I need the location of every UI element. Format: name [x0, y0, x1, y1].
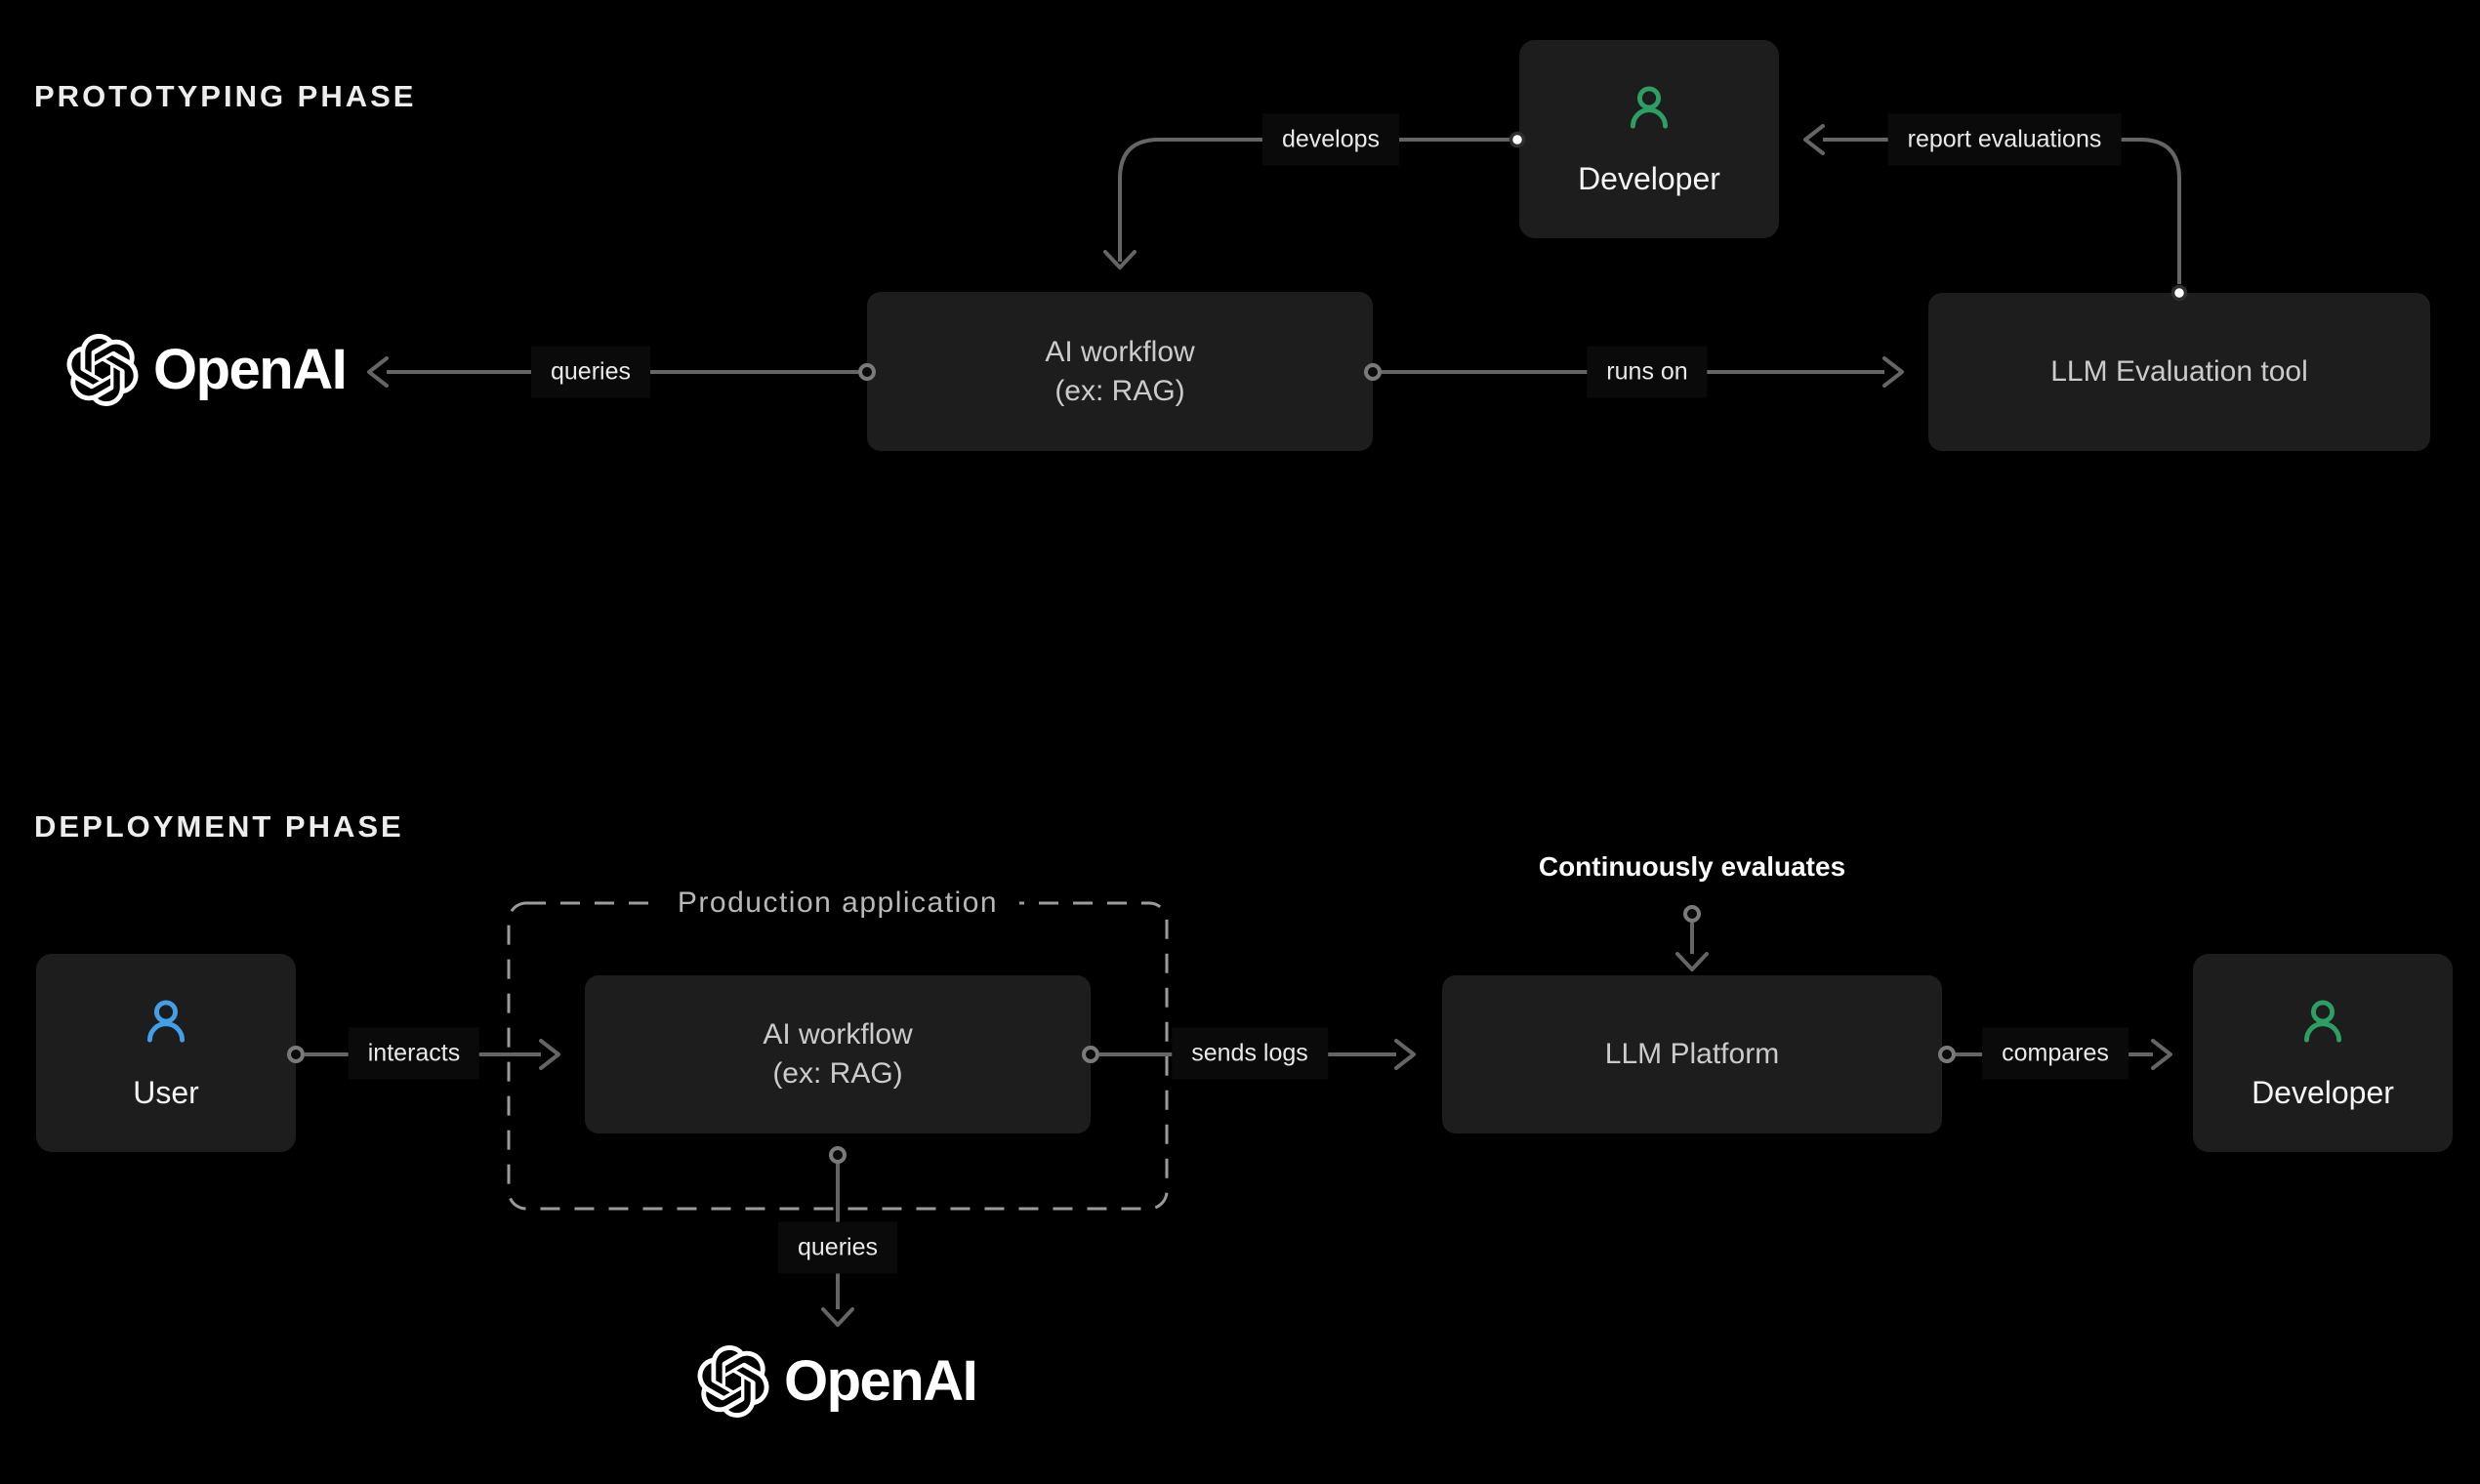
user-icon	[146, 1000, 186, 1043]
continuously-evaluates-arrow	[1675, 905, 1709, 971]
node-sublabel: (ex: RAG)	[772, 1057, 903, 1090]
node-label: Developer	[2252, 1075, 2394, 1110]
openai-wordmark: OpenAI	[153, 338, 348, 401]
develops-arrow	[1103, 131, 1526, 269]
edge-label-continuously-evaluates: Continuously evaluates	[1538, 851, 1846, 882]
edge-label-sends-logs: sends logs	[1172, 1027, 1328, 1080]
node-label: AI workflow	[1045, 335, 1195, 368]
node-label: Developer	[1578, 161, 1720, 196]
openai-logo-icon	[697, 1345, 769, 1418]
edge-label-report-evaluations: report evaluations	[1887, 113, 2122, 166]
edge-label-compares: compares	[1982, 1027, 2129, 1080]
openai-logo-top: OpenAI	[66, 334, 348, 406]
openai-logo-icon	[66, 334, 139, 406]
node-label: LLM Platform	[1604, 1038, 1780, 1070]
node-user: User	[36, 954, 296, 1152]
report-evaluations-arrow	[1803, 124, 2188, 302]
openai-wordmark: OpenAI	[784, 1349, 978, 1413]
openai-logo-bottom: OpenAI	[697, 1345, 978, 1418]
edge-label-queries-bottom: queries	[778, 1221, 897, 1274]
node-sublabel: (ex: RAG)	[1054, 374, 1185, 407]
edge-label-runs-on: runs on	[1587, 346, 1708, 398]
node-developer-top: Developer	[1519, 40, 1779, 238]
developer-icon	[1630, 86, 1669, 129]
edge-label-queries-top: queries	[531, 346, 650, 398]
node-label: AI workflow	[763, 1018, 913, 1051]
prototyping-phase-title: PROTOTYPING PHASE	[34, 79, 417, 113]
node-llm-platform: LLM Platform	[1442, 975, 1942, 1134]
edge-label-develops: develops	[1261, 113, 1400, 166]
node-ai-workflow-top: AI workflow (ex: RAG)	[867, 292, 1373, 451]
node-label: LLM Evaluation tool	[2050, 355, 2308, 388]
edge-label-interacts: interacts	[348, 1027, 480, 1080]
node-llm-evaluation-tool: LLM Evaluation tool	[1928, 293, 2430, 451]
node-label: User	[133, 1075, 199, 1110]
developer-icon	[2303, 1000, 2342, 1043]
node-ai-workflow-bottom: AI workflow (ex: RAG)	[585, 975, 1091, 1134]
deployment-phase-title: DEPLOYMENT PHASE	[34, 809, 404, 844]
production-application-title: Production application	[655, 881, 1020, 926]
node-developer-bottom: Developer	[2193, 954, 2453, 1152]
